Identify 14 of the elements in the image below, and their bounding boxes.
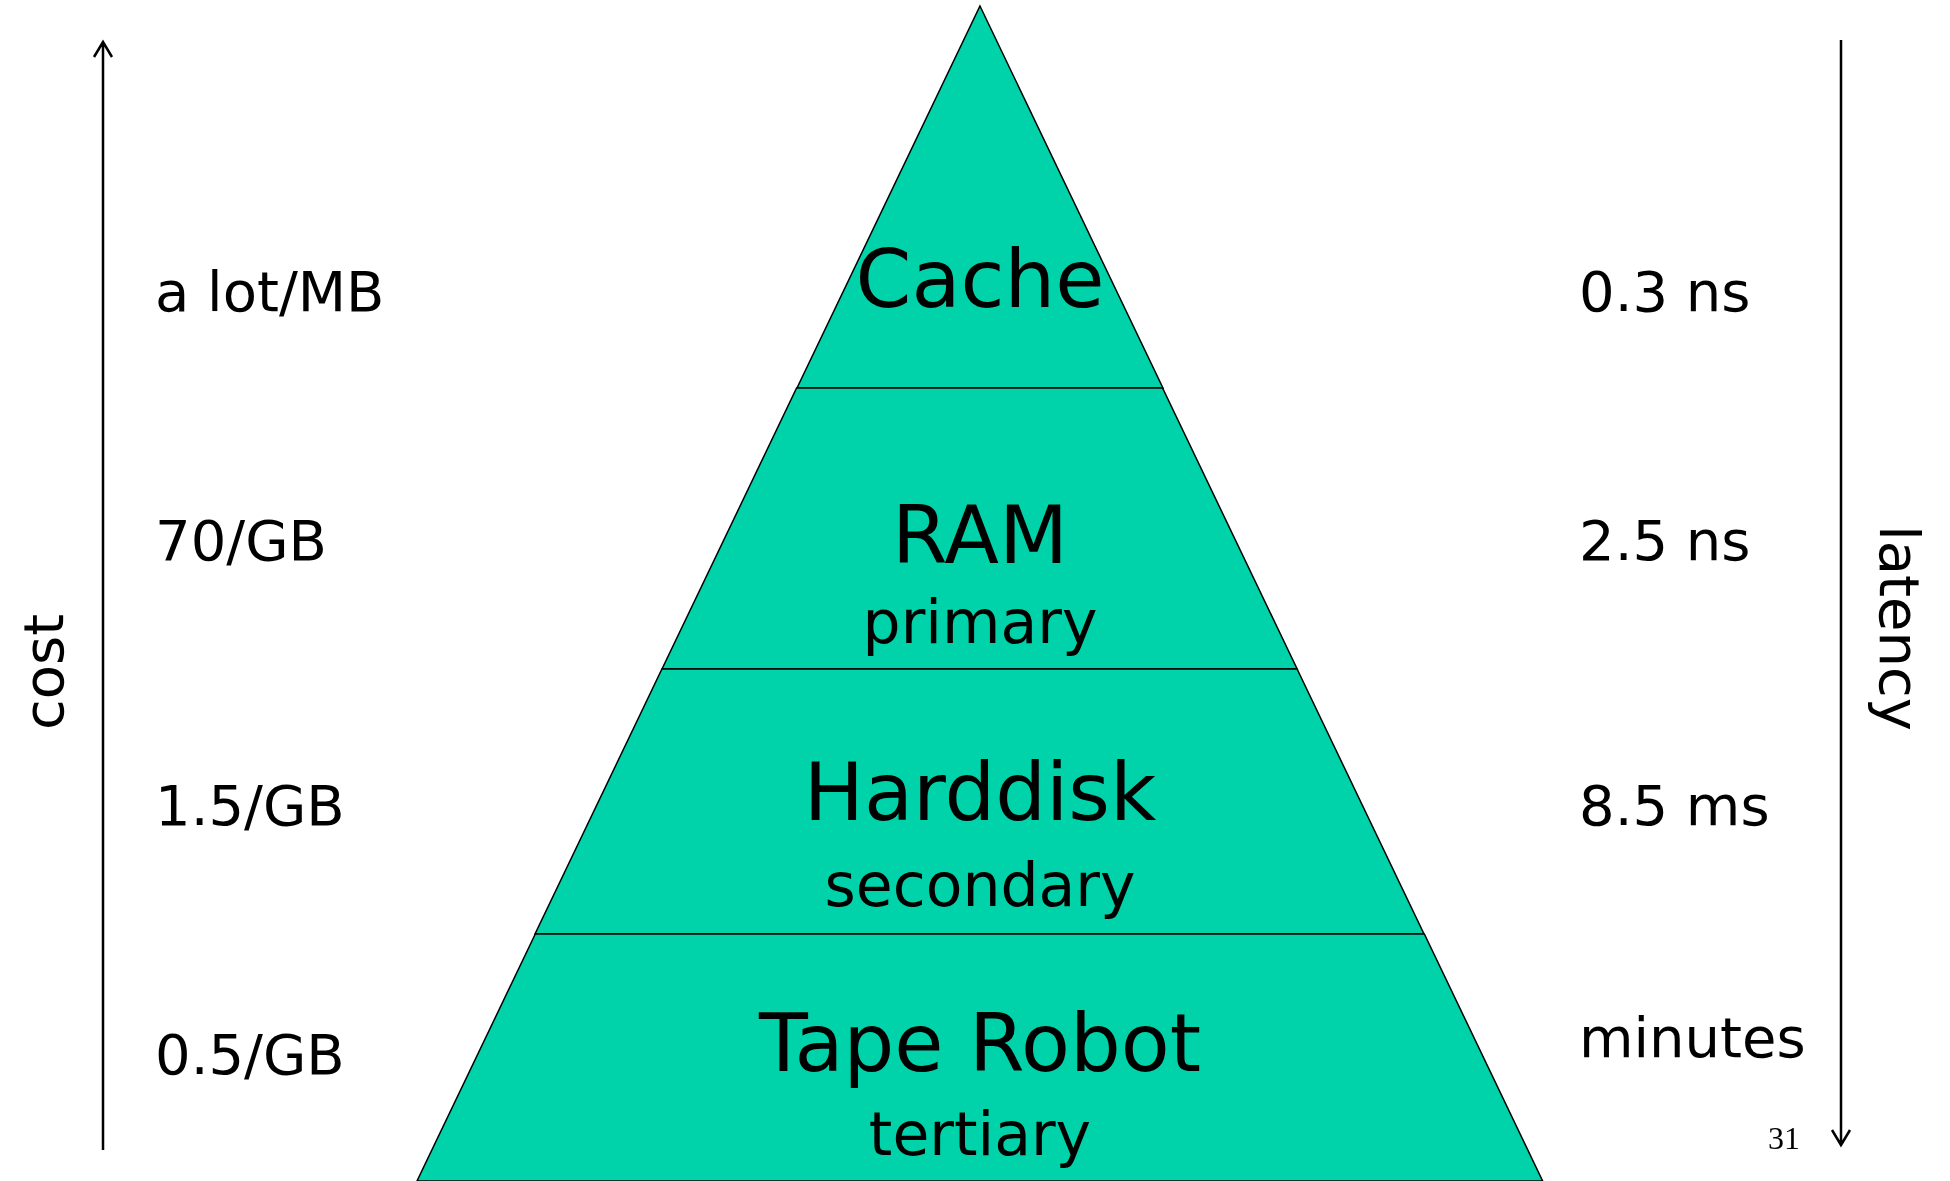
latency-value: 0.3 ns — [1579, 264, 1751, 320]
cost-value: a lot/MB — [155, 264, 385, 320]
axis-label: cost — [16, 613, 73, 731]
cost-value: 0.5/GB — [155, 1027, 345, 1083]
latency-value: 2.5 ns — [1579, 513, 1751, 569]
latency-value: minutes — [1579, 1010, 1806, 1066]
tier-label: RAM — [891, 496, 1069, 576]
cost-value: 70/GB — [155, 513, 327, 569]
tier-label: Harddisk — [803, 753, 1157, 833]
axis-label: latency — [1870, 525, 1927, 731]
tier-label: Cache — [855, 240, 1105, 320]
latency-value: 8.5 ms — [1579, 778, 1770, 834]
cost-value: 1.5/GB — [155, 778, 345, 834]
page-number: 31 — [1768, 1122, 1800, 1154]
